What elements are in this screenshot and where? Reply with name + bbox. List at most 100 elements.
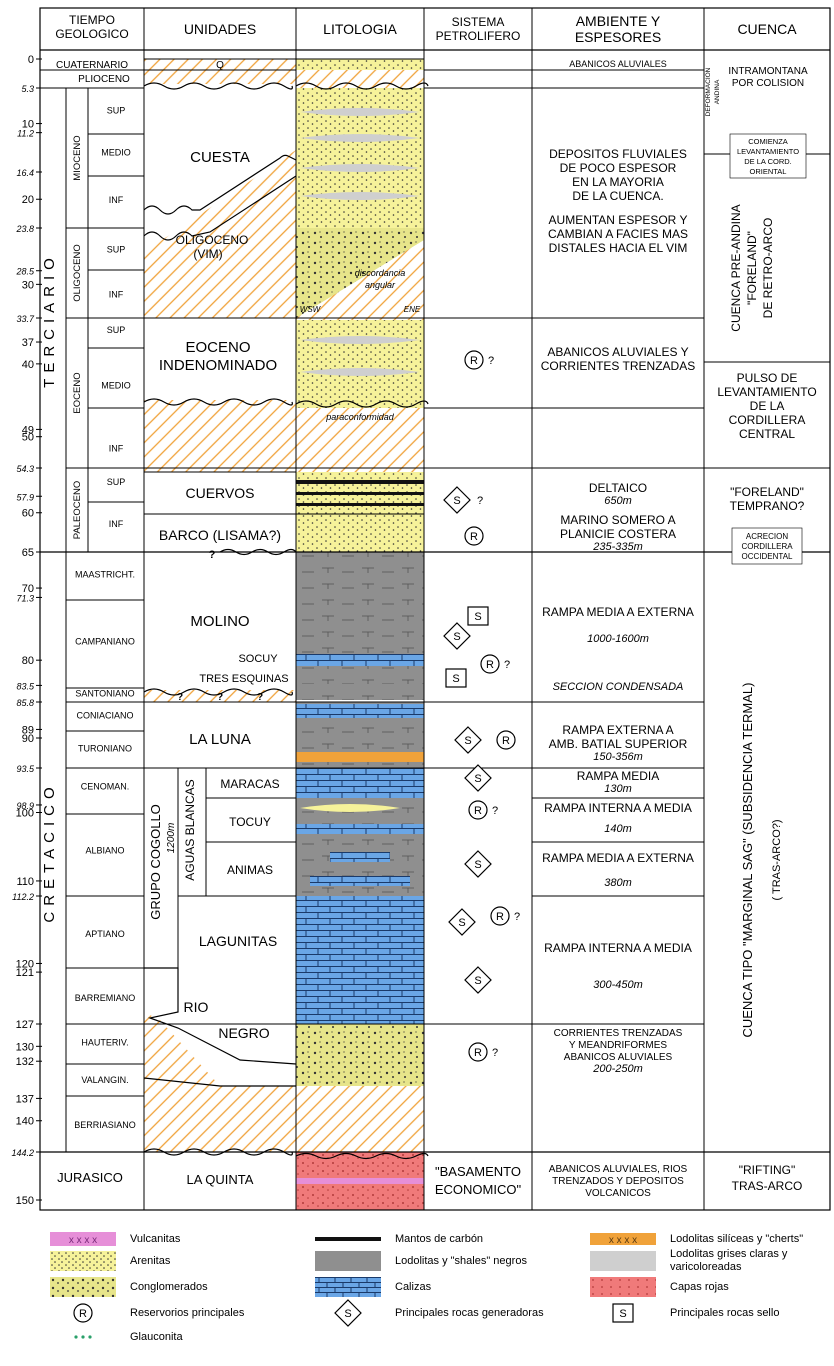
rio-negro-base (143, 1077, 296, 1087)
note-wsw: WSW (300, 305, 322, 314)
glauconita-swatch (50, 1327, 116, 1347)
legend-label: Principales rocas generadoras (395, 1306, 544, 1319)
legend-item-calizas: Calizas (315, 1276, 431, 1298)
vulcanitas-swatch: x x x x (50, 1229, 116, 1249)
symbol-letter: R (502, 735, 510, 747)
unit-tres-esquinas: TRES ESQUINAS (199, 673, 288, 685)
unit-santoniano-q: ? (177, 692, 183, 703)
basin-foreland-1: "FORELAND" (730, 485, 804, 499)
header-sistema-1: SISTEMA (452, 15, 505, 29)
basin-comienza-2: LEVANTAMIENTO (737, 147, 799, 156)
age-tick-label: 57.9 (16, 492, 34, 502)
age-tick-label: 85.8 (16, 698, 34, 708)
legend-item-lodolitas-grises: Lodolitas grises claras y varicoloreadas (590, 1248, 830, 1273)
age-tick-label: 70 (22, 583, 34, 595)
age-tick-label: 140 (16, 1116, 34, 1128)
env-tocuy-t: 140m (604, 823, 632, 835)
jurasico-label: JURASICO (57, 1170, 123, 1185)
source-rock-symbol: S (448, 908, 476, 936)
note-discordancia: discordancia (355, 268, 406, 278)
basin-rifting-2: TRAS-ARCO (732, 1179, 803, 1193)
symbol-question: ? (504, 659, 510, 671)
symbol-letter: R (474, 1047, 482, 1059)
legend-label: Lodolitas y "shales" negros (395, 1254, 527, 1267)
subepoch-label: INF (109, 519, 124, 529)
age-tick-label: 49 (22, 424, 34, 436)
unit-rio-negro-stripes (144, 1012, 296, 1152)
stage-label: APTIANO (85, 929, 125, 939)
env-rio-t: 200-250m (592, 1063, 643, 1075)
basin-rifting-1: "RIFTING" (739, 1163, 796, 1177)
header-ambiente-2: ESPESORES (575, 29, 661, 45)
age-ticks: 05.31011.216.42023.828.53033.73740495054… (11, 54, 42, 1207)
epoch-label: MIOCENO (72, 135, 83, 180)
unit-santoniano-q: ? (217, 692, 223, 703)
subepoch-label: INF (109, 444, 124, 454)
note-angular: angular (365, 280, 396, 290)
stage-label: HAUTERIV. (81, 1038, 128, 1048)
symbol-letter: R (486, 659, 494, 671)
legend-label: Mantos de carbón (395, 1232, 484, 1245)
stage-label: SANTONIANO (75, 689, 134, 699)
symbol-letter: S (464, 735, 471, 747)
unit-tocuy: TOCUY (229, 815, 271, 829)
lith-rio-negro (296, 1024, 424, 1086)
unit-la-quinta: LA QUINTA (187, 1172, 254, 1187)
env-animas-1: RAMPA MEDIA A EXTERNA (542, 851, 694, 865)
age-tick-label: 121 (16, 967, 34, 979)
legend-item-carbon: Mantos de carbón (315, 1228, 483, 1250)
unit-cuesta: CUESTA (190, 149, 250, 166)
env-luna-t: 150-356m (593, 751, 643, 763)
env-quinta-3: VOLCANICOS (585, 1188, 651, 1199)
env-eoceno-2: CORRIENTES TRENZADAS (541, 359, 695, 373)
symbol-letter: R (496, 911, 504, 923)
stage-label: CONIACIANO (76, 711, 133, 721)
basamento-2: ECONOMICO" (435, 1182, 522, 1197)
unit-aguas-blancas: AGUAS BLANCAS (183, 779, 197, 880)
basin-comienza-1: COMIENZA (748, 137, 788, 146)
age-tick-label: 11.2 (17, 129, 34, 139)
legend-label: Vulcanitas (130, 1232, 181, 1245)
env-aumentan-2: CAMBIAN A FACIES MAS (548, 227, 688, 241)
unit-eoceno: EOCENO (185, 339, 250, 356)
seal-symbol: S (467, 606, 489, 626)
lith-coal-2 (296, 492, 424, 495)
env-deltaico: DELTAICO (589, 481, 647, 495)
reservoir-symbol: R? (468, 1042, 498, 1062)
age-tick-label: 50 (22, 432, 34, 444)
legend-item-capas-rojas: Capas rojas (590, 1276, 729, 1298)
wave-santoniano (143, 688, 293, 696)
age-tick-label: 0 (28, 54, 34, 66)
cuaternario-label: CUATERNARIO (56, 60, 128, 71)
env-quinta-1: ABANICOS ALUVIALES, RIOS (549, 1164, 688, 1175)
symbol-letter: S (474, 773, 481, 785)
header-sistema-2: PETROLIFERO (436, 29, 521, 43)
age-tick-label: 71.3 (16, 593, 34, 603)
unit-oligoceno: OLIGOCENO (176, 233, 249, 247)
symbol-question: ? (492, 805, 498, 817)
source-rock-symbol: S? (443, 486, 483, 514)
unit-santoniano-q: ? (257, 692, 263, 703)
env-quinta-2: TRENZADOS Y DEPOSITOS (552, 1176, 684, 1187)
lith-animas-caliza-1 (330, 852, 390, 862)
age-tick-label: 130 (16, 1041, 34, 1053)
lith-tocuy-lens (300, 804, 400, 812)
svg-text:S: S (619, 1308, 626, 1320)
svg-text:S: S (344, 1308, 351, 1320)
env-luna-1: RAMPA EXTERNA A (562, 723, 673, 737)
basin-preandina-1: CUENCA PRE-ANDINA (729, 204, 743, 331)
basamento-1: "BASAMENTO (435, 1164, 521, 1179)
wave-jurassic (143, 1148, 429, 1160)
header-ambiente-1: AMBIENTE Y (576, 13, 661, 29)
basin-acrecion-1: ACRECION (746, 532, 788, 541)
stage-label: MAASTRICHT. (75, 570, 135, 580)
basin-foreland-2: TEMPRANO? (730, 499, 805, 513)
lith-coal-1 (296, 480, 424, 484)
stratigraphic-chart: 05.31011.216.42023.828.53033.73740495054… (11, 7, 831, 1211)
sello-swatch: S (590, 1303, 656, 1323)
symbol-letter: S (452, 673, 459, 685)
age-tick-label: 40 (22, 359, 34, 371)
lith-eoceno-lower (296, 408, 424, 472)
